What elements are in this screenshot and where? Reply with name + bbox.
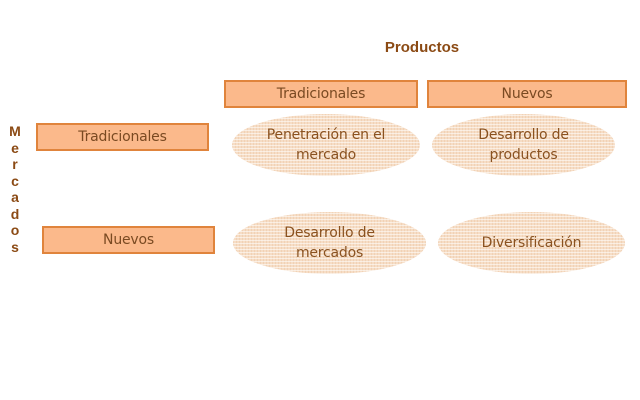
markets-letter: o <box>10 222 20 238</box>
cell-text-line: mercado <box>295 147 356 163</box>
cell-text-line: mercados <box>295 245 364 261</box>
column-header-traditional-products: Tradicionales <box>224 80 418 108</box>
row-header-new-markets: Nuevos <box>42 226 215 254</box>
markets-letter: M <box>9 123 21 139</box>
cell-text-line: Desarrollo de <box>284 225 375 241</box>
cell-text-line: Diversificación <box>481 235 582 251</box>
markets-letter: d <box>10 205 20 222</box>
cell-product-development: Desarrollo de productos <box>432 114 615 176</box>
cell-market-penetration: Penetración en el mercado <box>232 114 420 176</box>
markets-letter: e <box>11 139 19 156</box>
cell-diversification: Diversificación <box>438 212 625 274</box>
markets-letter: c <box>11 172 19 189</box>
markets-letter: s <box>11 238 19 255</box>
cell-text-line: Desarrollo de <box>478 127 569 143</box>
products-axis-title: Productos <box>384 39 460 56</box>
column-header-new-products: Nuevos <box>427 80 627 108</box>
cell-text-line: productos <box>489 147 558 163</box>
row-header-traditional-markets: Tradicionales <box>36 123 209 151</box>
markets-letter: a <box>11 189 19 205</box>
markets-axis-title: M e r c a d o s <box>7 123 23 255</box>
cell-market-development: Desarrollo de mercados <box>233 212 426 274</box>
cell-text-line: Penetración en el <box>266 127 386 143</box>
markets-letter: r <box>12 156 18 172</box>
